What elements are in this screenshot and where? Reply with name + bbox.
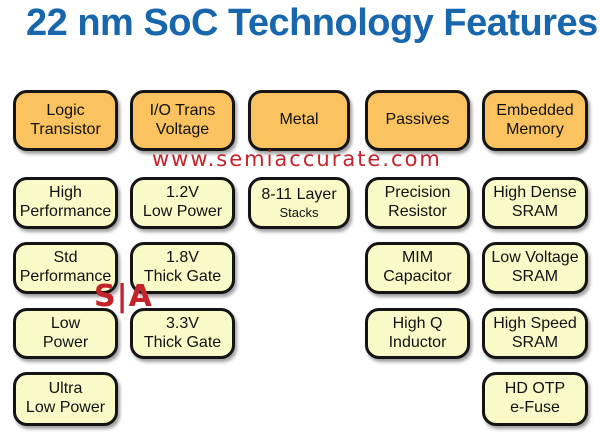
feature-hd-otp-efuse: HD OTP e-Fuse xyxy=(482,372,588,426)
feature-ultra-low-power: Ultra Low Power xyxy=(13,372,118,426)
header-passives: Passives xyxy=(365,90,470,151)
feature-3-3v-thick-gate: 3.3V Thick Gate xyxy=(130,308,235,359)
feature-precision-resistor: Precision Resistor xyxy=(365,177,470,229)
feature-8-11-layer-stacks: 8-11 Layer Stacks xyxy=(248,177,350,229)
header-io-trans-voltage: I/O Trans Voltage xyxy=(130,90,235,151)
feature-mim-capacitor: MIM Capacitor xyxy=(365,242,470,294)
feature-high-performance: High Performance xyxy=(13,177,118,229)
header-logic-transistor: Logic Transistor xyxy=(13,90,118,151)
feature-1-2v-low-power: 1.2V Low Power xyxy=(130,177,235,229)
page-title: 22 nm SoC Technology Features xyxy=(26,2,598,44)
feature-high-dense-sram: High Dense SRAM xyxy=(482,177,588,229)
watermark-url: www.semiaccurate.com xyxy=(152,147,442,171)
watermark-logo: S|A xyxy=(94,279,153,314)
feature-1-8v-thick-gate: 1.8V Thick Gate xyxy=(130,242,235,294)
feature-line-primary: 8-11 Layer xyxy=(261,186,337,204)
feature-low-voltage-sram: Low Voltage SRAM xyxy=(482,242,588,294)
header-embedded-memory: Embedded Memory xyxy=(482,90,588,151)
feature-high-q-inductor: High Q Inductor xyxy=(365,308,470,359)
feature-line-secondary: Stacks xyxy=(279,204,319,220)
header-metal: Metal xyxy=(248,90,350,151)
feature-high-speed-sram: High Speed SRAM xyxy=(482,308,588,359)
feature-std-performance: Std Performance xyxy=(13,242,118,294)
feature-low-power: Low Power xyxy=(13,308,118,359)
